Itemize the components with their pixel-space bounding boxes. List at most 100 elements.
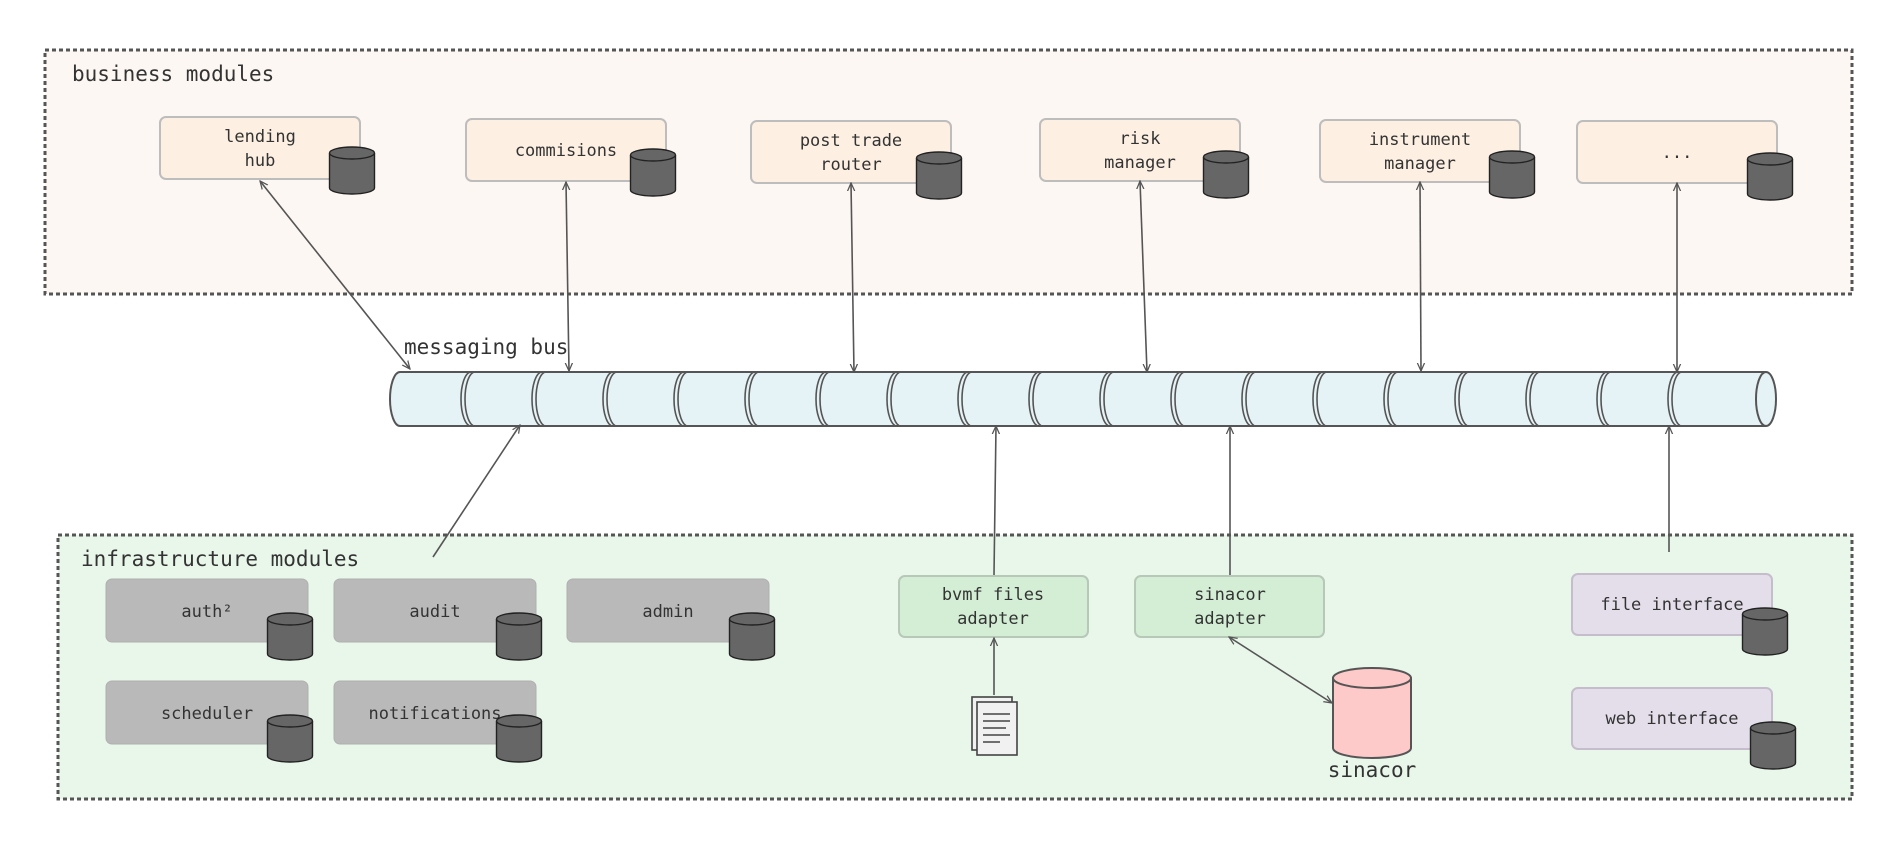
business-module-instrument-manager: instrument manager (1319, 119, 1521, 183)
infra-module-audit: audit (333, 578, 537, 643)
messaging-bus-segment (1245, 371, 1257, 427)
svg-text:instrument: instrument (1369, 130, 1471, 150)
arrow-risk-manager-bus (1140, 181, 1147, 372)
messaging-bus-segment (464, 371, 476, 427)
database-icon (495, 612, 543, 661)
database-icon (266, 612, 314, 661)
svg-text:adapter: adapter (1194, 609, 1266, 629)
arrow-post-trade-router-bus (851, 183, 854, 372)
messaging-bus-segment (677, 371, 689, 427)
database-icon (328, 146, 376, 195)
messaging-bus-segment (673, 371, 685, 427)
business-module-lending-hub: lending hub (159, 116, 361, 180)
messaging-bus-segment (961, 371, 973, 427)
instrument-manager-label-1: instrument (1369, 130, 1471, 150)
messaging-bus-segment (535, 371, 547, 427)
messaging-bus-segment (1387, 371, 1399, 427)
messaging-bus-segment (1174, 371, 1186, 427)
messaging-bus-segment (1028, 371, 1040, 427)
messaging-bus-segment (1458, 371, 1470, 427)
instrument-manager-label-2: manager (1384, 154, 1456, 174)
messaging-bus-segment (606, 371, 618, 427)
scheduler-label: scheduler (161, 704, 253, 724)
database-icon (1749, 721, 1797, 770)
messaging-bus-segment (1596, 371, 1608, 427)
database-icon (1488, 150, 1536, 199)
svg-text:...: ... (1662, 143, 1693, 163)
messaging-bus-segment (531, 371, 543, 427)
messaging-bus-end-cap (1755, 371, 1767, 427)
svg-text:sinacor: sinacor (1194, 585, 1266, 605)
post-trade-router-label-2: router (820, 155, 881, 175)
svg-text:audit: audit (409, 602, 460, 622)
messaging-bus-segment (1667, 371, 1679, 427)
messaging-bus (389, 371, 1777, 427)
infra-module-admin: admin (566, 578, 770, 643)
bvmf-files-adapter-label-2: adapter (957, 609, 1029, 629)
business-module-post-trade-router: post trade router (750, 120, 952, 184)
messaging-bus-segment (1316, 371, 1328, 427)
infra-module-notifications: notifications (333, 680, 537, 745)
svg-text:auth²: auth² (181, 602, 232, 622)
messaging-bus-segment (1525, 371, 1537, 427)
database-icon (915, 151, 963, 200)
sinacor-database-label: sinacor (1328, 758, 1417, 782)
database-icon (728, 612, 776, 661)
arrow-sinacor-adapter-database (1229, 637, 1332, 703)
arrow-commisions-bus (566, 182, 569, 371)
svg-text:lending: lending (224, 127, 296, 147)
database-icon (1746, 152, 1794, 201)
arrow-infrastructure-bus (432, 425, 520, 558)
database-icon (495, 714, 543, 763)
messaging-bus-segment (602, 371, 614, 427)
notifications-label: notifications (368, 704, 501, 724)
messaging-bus-segment (1099, 371, 1111, 427)
bvmf-files-adapter-label-1: bvmf files (942, 585, 1044, 605)
business-modules-label: business modules (72, 62, 274, 86)
file-interface-label: file interface (1600, 595, 1743, 615)
sinacor-database-icon: sinacor (1328, 667, 1417, 782)
svg-text:hub: hub (245, 151, 276, 171)
infra-module-auth: auth² (105, 578, 309, 643)
messaging-bus-segment (1529, 371, 1541, 427)
business-module-risk-manager: risk manager (1039, 118, 1241, 182)
messaging-bus-body (389, 371, 1777, 427)
commisions-label: commisions (515, 141, 617, 161)
interface-web: web interface (1571, 687, 1773, 750)
arrow-lending-hub-bus (260, 181, 410, 369)
messaging-bus-segment (744, 371, 756, 427)
svg-text:post trade: post trade (800, 131, 902, 151)
messaging-bus-segment (1241, 371, 1253, 427)
lending-hub-label-1: lending (224, 127, 296, 147)
messaging-bus-segment (1103, 371, 1115, 427)
messaging-bus-segment (819, 371, 831, 427)
database-icon (1741, 607, 1789, 656)
svg-text:web interface: web interface (1605, 709, 1738, 729)
svg-text:risk: risk (1120, 129, 1161, 149)
sinacor-adapter-label-2: adapter (1194, 609, 1266, 629)
infrastructure-modules-label: infrastructure modules (81, 547, 359, 571)
svg-text:router: router (820, 155, 881, 175)
svg-text:file interface: file interface (1600, 595, 1743, 615)
arrow-bvmf-adapter-bus (994, 426, 996, 576)
messaging-bus-label: messaging bus (404, 335, 568, 359)
messaging-bus-segment (1170, 371, 1182, 427)
svg-text:notifications: notifications (368, 704, 501, 724)
connectors (260, 181, 1677, 703)
lending-hub-label-2: hub (245, 151, 276, 171)
adapter-bvmf-files: bvmf files adapter (898, 575, 1089, 638)
messaging-bus-segment (890, 371, 902, 427)
messaging-bus-segment (1032, 371, 1044, 427)
auth-label: auth² (181, 602, 232, 622)
web-interface-label: web interface (1605, 709, 1738, 729)
business-module-more: ... (1576, 120, 1778, 184)
admin-label: admin (642, 602, 693, 622)
sinacor-adapter-label-1: sinacor (1194, 585, 1266, 605)
adapter-sinacor: sinacor adapter (1134, 575, 1325, 638)
audit-label: audit (409, 602, 460, 622)
interface-file: file interface (1571, 573, 1773, 636)
messaging-bus-segment (460, 371, 472, 427)
messaging-bus-segment (748, 371, 760, 427)
messaging-bus-segment (1454, 371, 1466, 427)
